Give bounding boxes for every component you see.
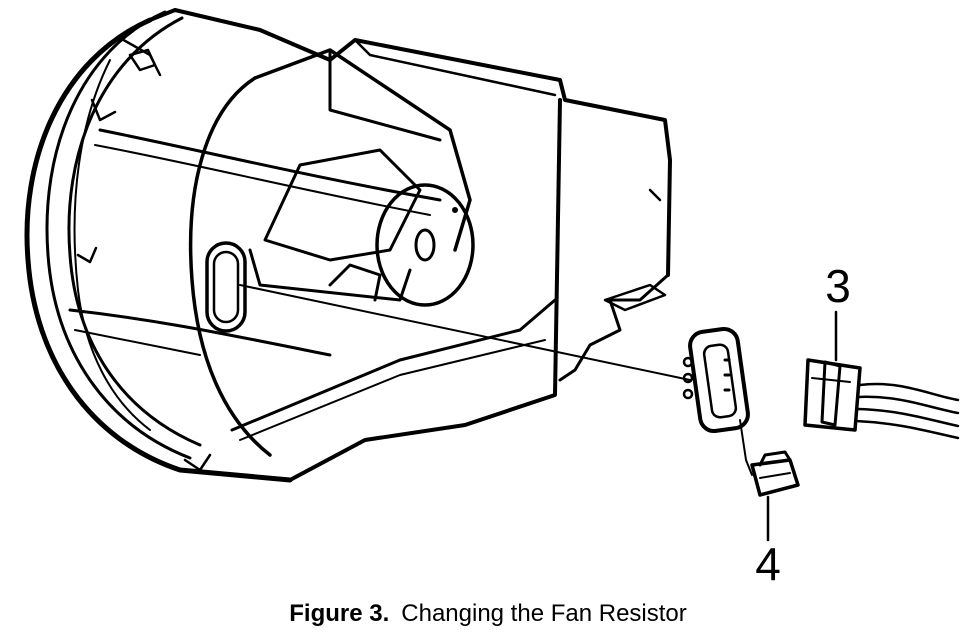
callout-3: 3	[825, 260, 851, 312]
fan-resistor	[682, 326, 750, 434]
figure-caption: Figure 3. Changing the Fan Resistor	[0, 600, 976, 628]
retaining-clip	[739, 419, 800, 497]
harness-connector	[803, 358, 960, 440]
blower-housing	[24, 8, 672, 483]
guide-line	[239, 284, 691, 381]
caption-text: Changing the Fan Resistor	[401, 600, 687, 627]
callout-4: 4	[755, 538, 781, 590]
caption-label: Figure 3.	[289, 600, 390, 627]
